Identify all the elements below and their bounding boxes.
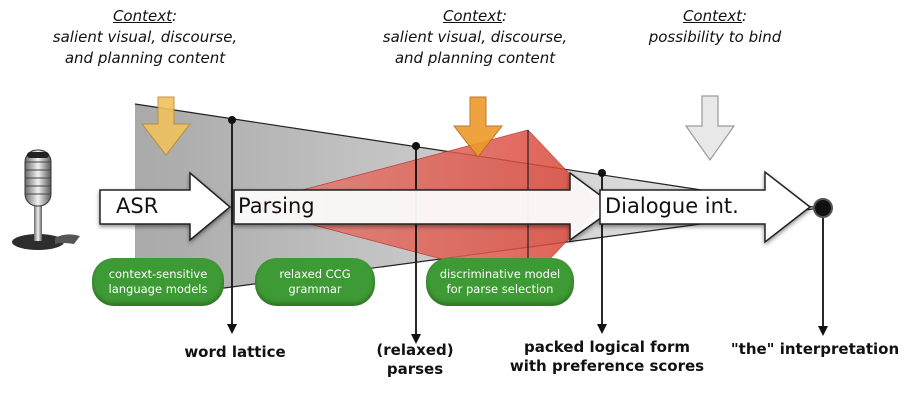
context-heading: Context [112,7,172,25]
context-line: salient visual, discourse, [52,28,238,46]
pill-line: discriminative model [439,267,561,281]
context-line: and planning content [64,49,226,67]
microphone-icon [12,149,80,250]
output-line: parses [386,360,444,378]
context-arrow-3-icon [684,95,736,162]
pill-line: for parse selection [446,282,554,296]
context-arrow-1-icon [140,96,192,156]
ccg-grammar-pill: relaxed CCG grammar [255,258,375,306]
pill-line: relaxed CCG [279,267,351,281]
interpretation-node [813,198,833,218]
parse-selection-pill: discriminative model for parse selection [426,258,574,306]
language-model-pill: context-sensitive language models [92,258,224,306]
asr-label: ASR [116,194,159,218]
context-line: possibility to bind [648,28,782,46]
context-line: salient visual, discourse, [382,28,568,46]
context-line: and planning content [394,49,556,67]
pill-line: language models [108,282,208,296]
context-heading: Context [442,7,502,25]
context-label-2: Context: salient visual, discourse, and … [350,6,600,69]
lattice-dot [228,116,236,124]
dialogue-arrow [599,170,812,244]
logical-form-dot [598,169,606,177]
parsing-arrow [233,171,618,242]
interpretation-arrowhead [818,326,828,336]
word-lattice-label: word lattice [160,343,310,362]
context-label-1: Context: salient visual, discourse, and … [20,6,270,69]
parses-label: (relaxed) parses [350,341,480,379]
interpretation-label: "the" interpretation [725,340,905,359]
parses-dot [412,142,420,150]
context-heading: Context [682,7,742,25]
dialogue-label: Dialogue int. [605,194,739,218]
parsing-label: Parsing [238,194,315,218]
logical-form-label: packed logical form with preference scor… [502,338,712,376]
asr-arrow [99,171,232,242]
output-line: packed logical form [523,338,691,356]
pill-line: context-sensitive [108,267,208,281]
context-arrow-2-icon [452,96,504,158]
pill-line: grammar [288,282,342,296]
logical-form-arrowhead [597,324,607,334]
output-line: word lattice [184,343,286,361]
output-line: (relaxed) [376,341,454,359]
context-label-3: Context: possibility to bind [625,6,805,48]
output-line: "the" interpretation [730,340,900,358]
output-line: with preference scores [509,357,705,375]
lattice-arrowhead [227,324,237,334]
parses-arrowhead [411,334,421,344]
